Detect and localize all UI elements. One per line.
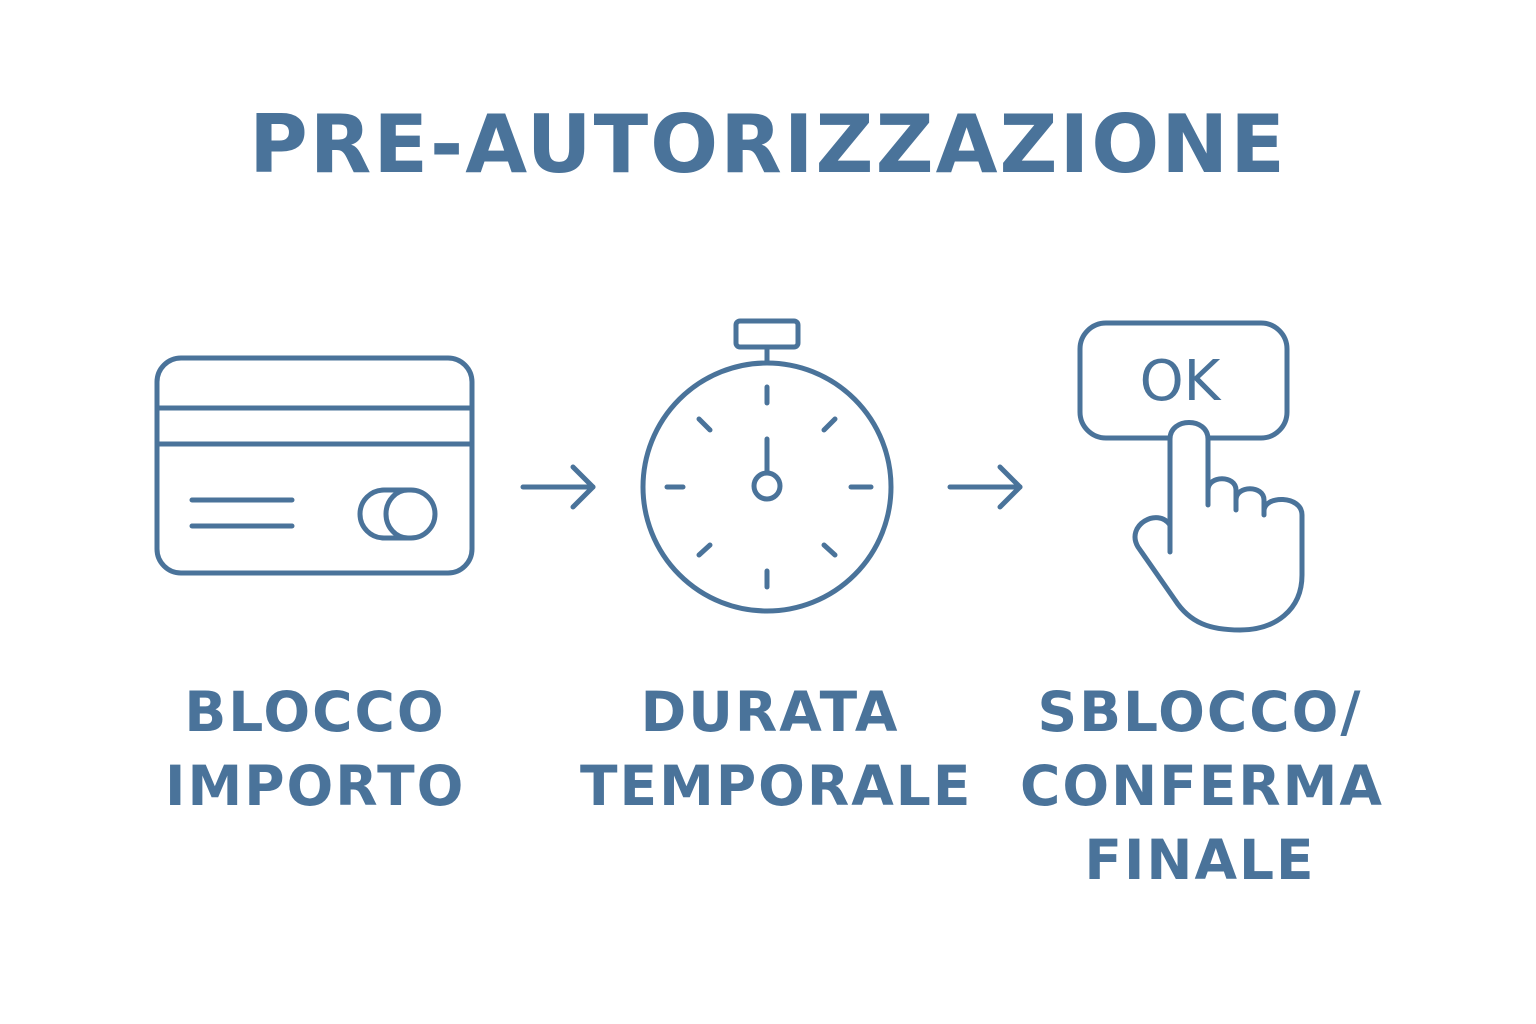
step-label-line: FINALE [1084,828,1316,892]
arrow-right-icon [520,464,596,510]
step-label-line: TEMPORALE [580,754,973,818]
step-label-line: IMPORTO [165,754,466,818]
step-label-line: BLOCCO [184,680,446,744]
ok-button-text: OK [1140,349,1222,414]
stopwatch-icon [640,318,894,614]
step-label-blocco-importo: BLOCCO IMPORTO [165,675,465,823]
step-label-durata-temporale: DURATA TEMPORALE [580,675,973,823]
step-label-line: CONFERMA [1020,754,1384,818]
step-label-line: SBLOCCO/ [1037,680,1363,744]
hand-press-ok-button-icon: OK [1077,320,1305,633]
step-label-sblocco-conferma-finale: SBLOCCO/ CONFERMA FINALE [1020,675,1384,897]
arrow-right-icon [947,464,1023,510]
step-label-line: DURATA [640,680,900,744]
diagram-title: PRE-AUTORIZZAZIONE [249,98,1287,191]
credit-card-icon [154,355,475,576]
